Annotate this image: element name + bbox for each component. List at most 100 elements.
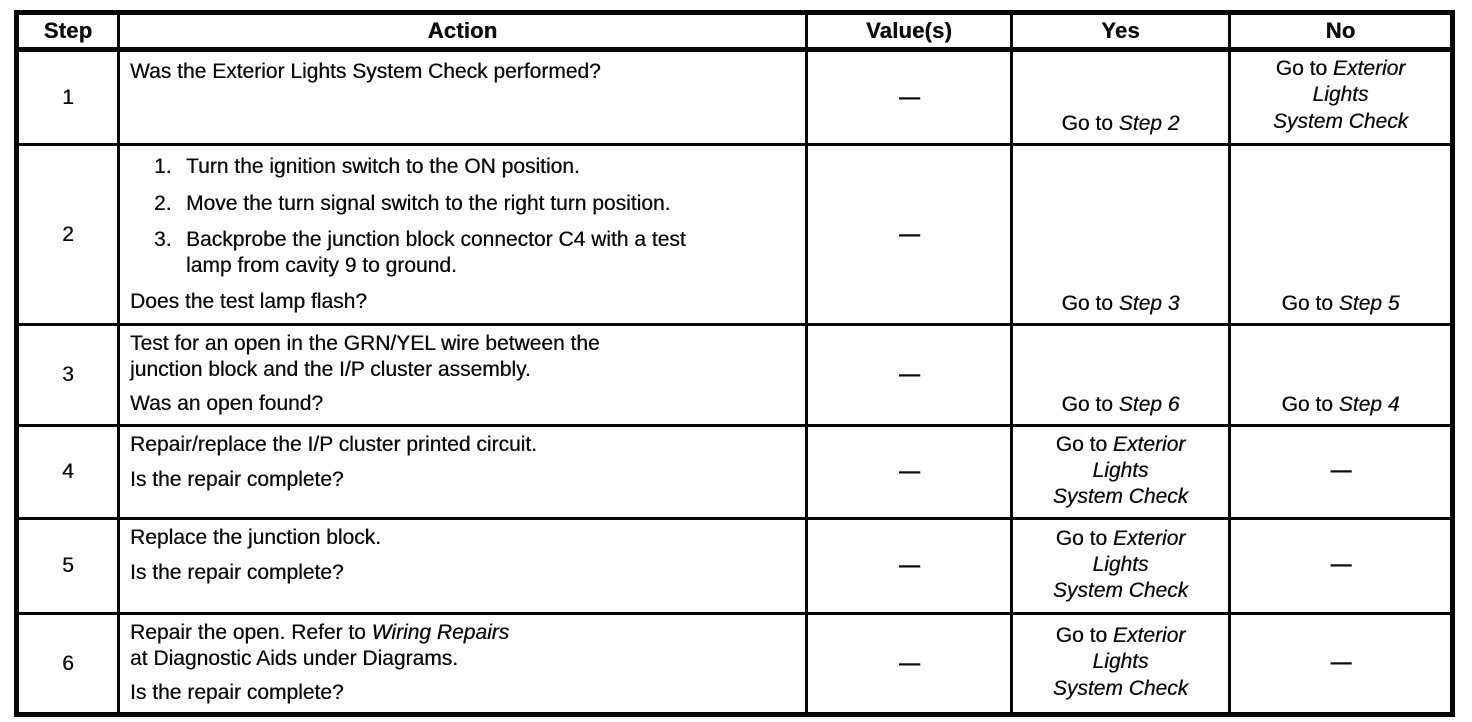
step-number: 4 — [15, 424, 120, 520]
list-item: 2. Move the turn signal switch to the ri… — [154, 191, 793, 217]
no-cell: — — [1228, 612, 1454, 716]
goto-prefix: Go to — [1055, 432, 1113, 456]
table-row-step-4: 4 Repair/replace the I/P cluster printed… — [15, 424, 1454, 520]
question-text: Was the Exterior Lights System Check per… — [130, 60, 601, 83]
yes-cell: Go to Step 6 — [1010, 323, 1231, 427]
table-row-step-2: 2 1. Turn the ignition switch to the ON … — [15, 143, 1454, 326]
goto-target: Step 2 — [1118, 111, 1180, 135]
step-number: 1 — [15, 48, 120, 146]
goto-target: Lights — [1312, 83, 1369, 107]
table-row-step-6: 6 Repair the open. Refer to Wiring Repai… — [15, 612, 1454, 716]
goto-prefix: Go to — [1055, 624, 1113, 648]
no-cell: — — [1228, 424, 1454, 520]
dash: — — [899, 460, 920, 484]
goto-prefix: Go to — [1275, 57, 1333, 80]
column-header-yes: Yes — [1010, 11, 1231, 52]
value-cell: — — [805, 48, 1013, 146]
no-cell: Go to Step 5 — [1228, 143, 1454, 326]
goto-prefix: Go to — [1061, 291, 1119, 315]
goto-target: Step 3 — [1118, 291, 1180, 315]
action-text: Repair the open. Refer to Wiring Repairs… — [130, 620, 793, 671]
goto-reference: Go to Step 4 — [1237, 392, 1444, 418]
goto-target: Lights — [1092, 552, 1149, 576]
table-row-step-3: 3 Test for an open in the GRN/YEL wire b… — [15, 323, 1454, 427]
goto-prefix: Go to — [1281, 291, 1339, 315]
goto-reference: Go to Step 6 — [1019, 392, 1222, 418]
diagnostic-table: Step Action Value(s) Yes No 1 Was the Ex… — [14, 10, 1455, 717]
action-line1: Test for an open in the GRN/YEL wire bet… — [130, 332, 600, 355]
question-text: Is the repair complete? — [130, 681, 344, 705]
dash: — — [899, 85, 920, 109]
list-item-text: Move the turn signal switch to the right… — [186, 191, 671, 215]
list-item-line2: lamp from cavity 9 to ground. — [186, 253, 457, 277]
step-number: 6 — [15, 612, 120, 716]
column-header-no: No — [1228, 11, 1454, 52]
step-number: 2 — [15, 143, 120, 326]
value-cell: — — [805, 323, 1013, 427]
dash: — — [899, 222, 920, 246]
header-row: Step Action Value(s) Yes No — [15, 11, 1454, 52]
dash: — — [899, 651, 920, 675]
step-number: 3 — [15, 323, 120, 427]
action-line2: at Diagnostic Aids under Diagrams. — [130, 646, 458, 670]
question-text: Does the test lamp flash? — [130, 290, 367, 314]
action-cell: Repair/replace the I/P cluster printed c… — [117, 424, 808, 520]
no-cell: — — [1228, 517, 1454, 615]
question-text: Is the repair complete? — [130, 467, 344, 491]
goto-target: Step 5 — [1338, 291, 1400, 315]
goto-target: System Check — [1052, 676, 1189, 700]
action-line2: junction block and the I/P cluster assem… — [130, 357, 531, 381]
action-text: Repair/replace the I/P cluster printed c… — [130, 433, 537, 456]
goto-prefix: Go to — [1281, 392, 1339, 416]
goto-target: Lights — [1092, 458, 1149, 482]
value-cell: — — [805, 517, 1013, 615]
dash: — — [1330, 650, 1352, 674]
goto-target: Lights — [1092, 650, 1149, 674]
step-number: 5 — [15, 517, 120, 615]
goto-reference: Go to Step 3 — [1019, 291, 1222, 317]
list-item-number: 2. — [154, 191, 172, 215]
no-cell: Go to Step 4 — [1228, 323, 1454, 427]
list-item-line1: Backprobe the junction block connector C… — [186, 228, 686, 252]
action-cell: Test for an open in the GRN/YEL wire bet… — [117, 323, 808, 427]
action-cell: Was the Exterior Lights System Check per… — [117, 48, 808, 146]
list-item: 3. Backprobe the junction block connecto… — [154, 227, 793, 278]
table-row-step-5: 5 Replace the junction block. Is the rep… — [15, 517, 1454, 615]
action-cell: Replace the junction block. Is the repai… — [117, 517, 808, 615]
action-line1-prefix: Repair the open. Refer to — [130, 621, 372, 644]
goto-prefix: Go to — [1061, 111, 1119, 135]
question-text: Is the repair complete? — [130, 560, 344, 584]
goto-target: System Check — [1272, 109, 1409, 133]
dash: — — [1330, 553, 1352, 577]
list-item-text: Turn the ignition switch to the ON posit… — [186, 155, 580, 178]
goto-target: System Check — [1052, 485, 1189, 509]
value-cell: — — [805, 424, 1013, 520]
action-text: Replace the junction block. — [130, 526, 381, 549]
action-numbered-list: 1. Turn the ignition switch to the ON po… — [130, 154, 793, 278]
goto-target: Exterior — [1332, 57, 1406, 80]
goto-reference: Go to Step 5 — [1237, 291, 1444, 317]
action-line1-reference: Wiring Repairs — [371, 621, 510, 644]
value-cell: — — [805, 143, 1013, 326]
goto-target: Step 6 — [1118, 392, 1180, 416]
dash: — — [1330, 459, 1352, 483]
column-header-action: Action — [117, 11, 808, 52]
list-item: 1. Turn the ignition switch to the ON po… — [154, 154, 793, 180]
yes-cell: Go to Step 3 — [1010, 143, 1231, 326]
goto-target: System Check — [1052, 579, 1189, 603]
action-cell: Repair the open. Refer to Wiring Repairs… — [117, 612, 808, 716]
goto-prefix: Go to — [1055, 526, 1113, 550]
value-cell: — — [805, 612, 1013, 716]
table-row-step-1: 1 Was the Exterior Lights System Check p… — [15, 48, 1454, 146]
list-item-text: Backprobe the junction block connector C… — [186, 227, 793, 278]
action-cell: 1. Turn the ignition switch to the ON po… — [117, 143, 808, 326]
yes-cell: Go to Step 2 — [1010, 48, 1231, 146]
goto-target: Exterior — [1112, 526, 1186, 550]
